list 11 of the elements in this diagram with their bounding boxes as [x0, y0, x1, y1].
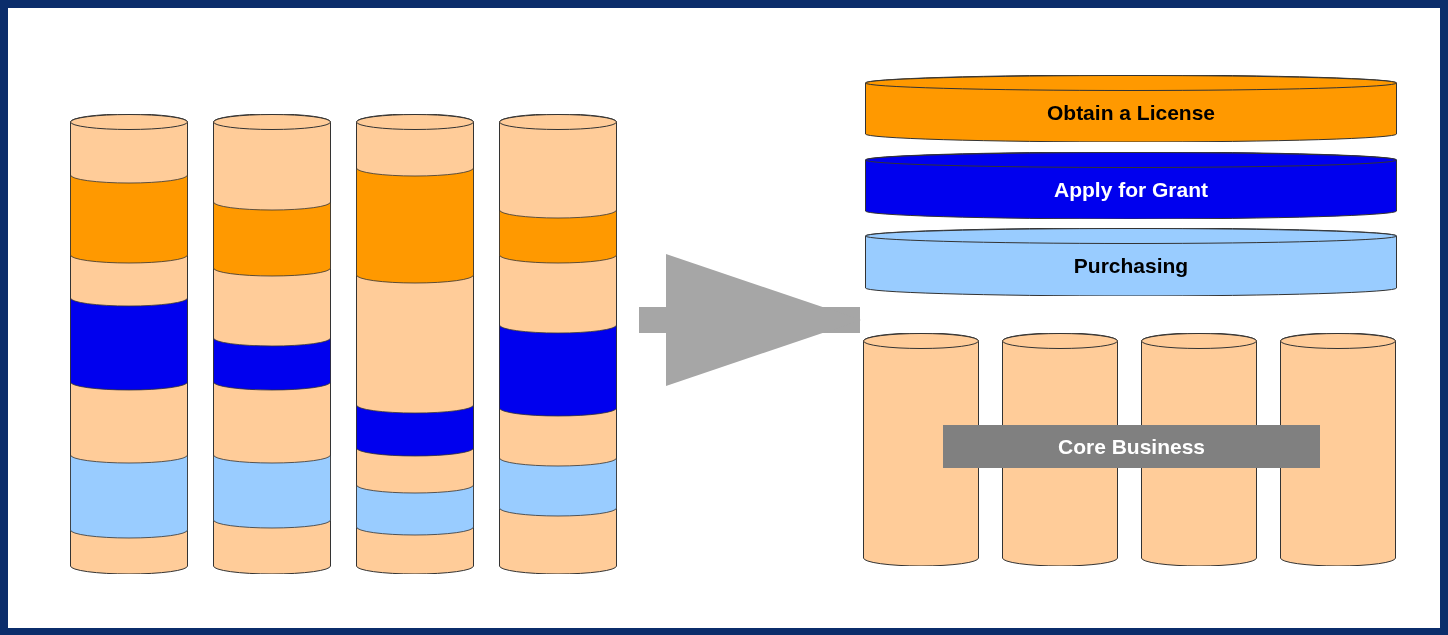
cylinder-drawing — [499, 114, 617, 574]
cylinder-drawing — [863, 333, 979, 566]
block-arrow — [639, 254, 861, 386]
layer-label: Apply for Grant — [1053, 177, 1209, 202]
cylinder-drawing — [213, 114, 331, 574]
layer-label: Obtain a License — [1045, 100, 1217, 125]
cylinder-drawing — [70, 114, 188, 574]
cylinder-drawing — [1280, 333, 1396, 566]
cylinder-drawing — [356, 114, 474, 574]
layer-label: Purchasing — [1072, 254, 1190, 278]
banner-label: Core Business — [943, 425, 1320, 468]
